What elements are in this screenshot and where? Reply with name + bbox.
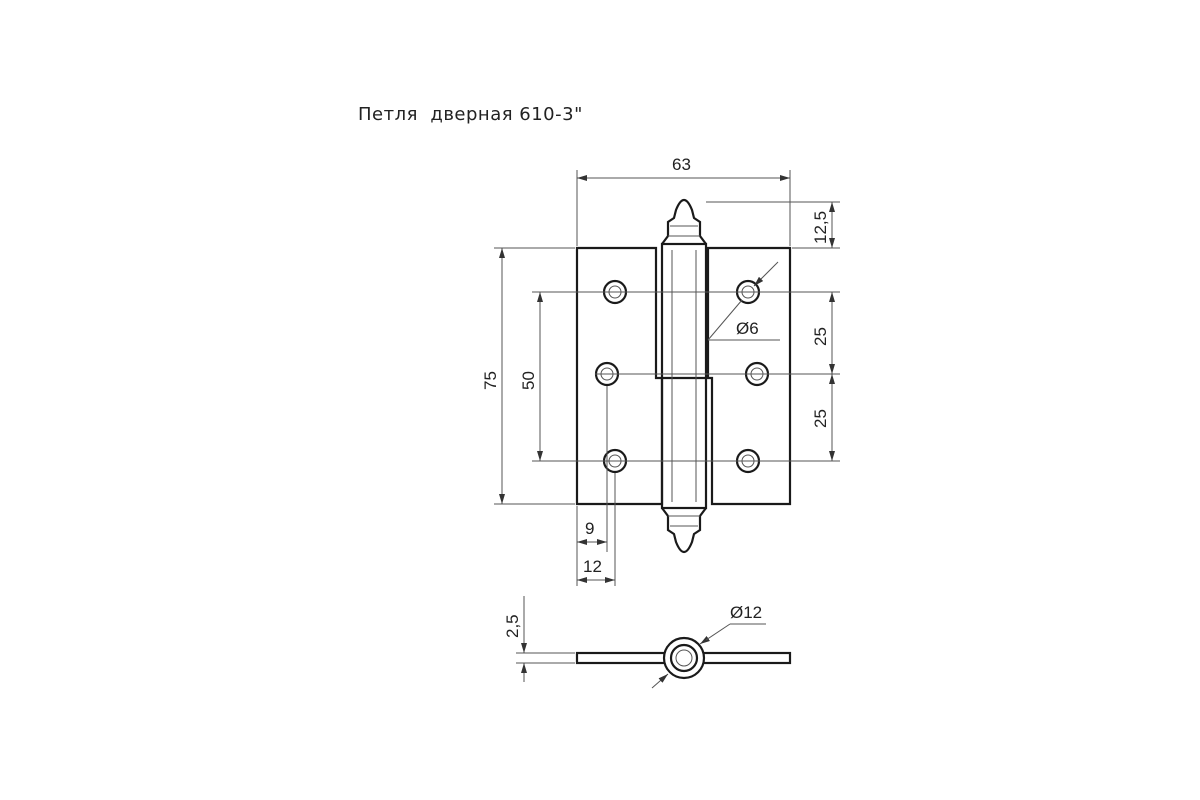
- hinge-section-view: [516, 596, 792, 689]
- dim-edge-offset-small: 9: [585, 519, 594, 538]
- dim-edge-offset-large: 12: [583, 557, 602, 576]
- top-finial: [661, 198, 707, 245]
- drawing-title: Петля дверная 610-3": [358, 104, 583, 125]
- bottom-finial: [661, 507, 707, 554]
- dim-knuckle-diameter: Ø12: [730, 603, 762, 622]
- dim-hole-diameter: Ø6: [736, 319, 759, 338]
- knuckle-barrel: [660, 242, 708, 510]
- knuckle-section: [662, 636, 706, 680]
- dim-leaf-thickness: 2,5: [503, 614, 522, 638]
- dim-top-finial: 12,5: [811, 211, 830, 244]
- dim-width-total: 63: [672, 155, 691, 174]
- dim-hole-span: 50: [519, 371, 538, 390]
- dim-hole-pitch-lower: 25: [811, 409, 830, 428]
- dim-height-total: 75: [481, 371, 500, 390]
- dim-hole-pitch-upper: 25: [811, 327, 830, 346]
- right-leaf-outline: [706, 246, 792, 506]
- dimension-lines: [494, 170, 840, 586]
- hinge-front-view: [575, 198, 792, 554]
